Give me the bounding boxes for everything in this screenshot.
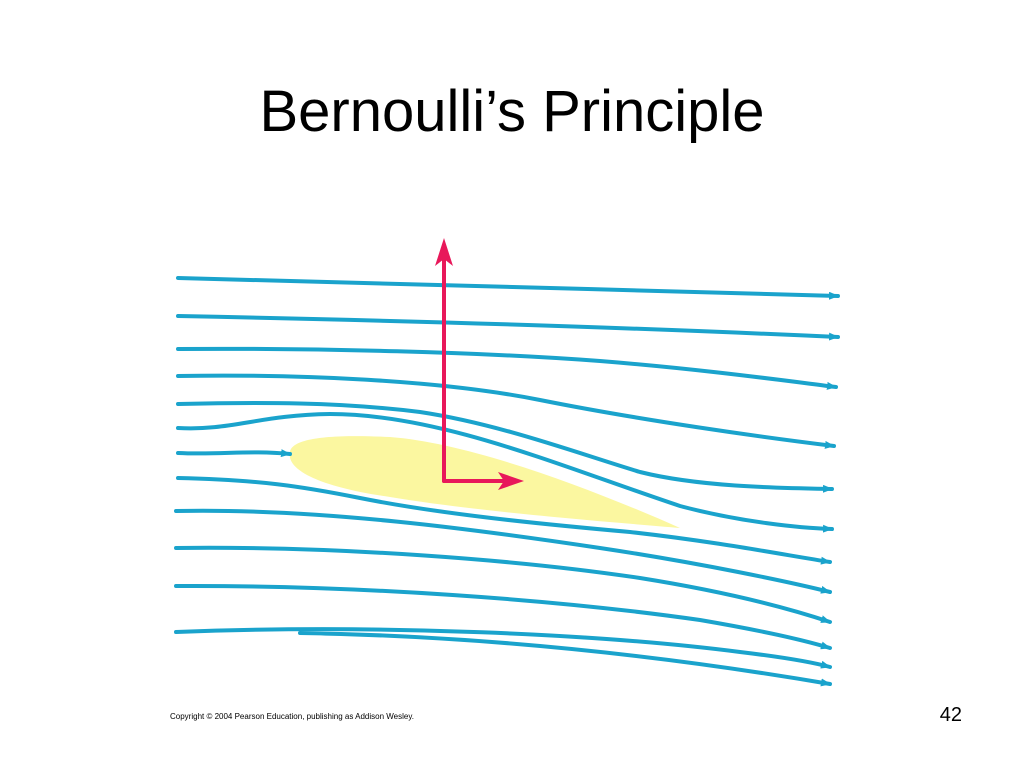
up-arrow-head [435,238,453,266]
streamline [176,449,292,458]
streamline [176,400,834,493]
force-arrows [442,250,512,483]
streamline [174,545,832,624]
streamline [176,314,840,341]
streamline [174,583,832,650]
streamline [174,627,832,669]
streamline [174,508,832,594]
streamlines [174,276,840,687]
slide-title: Bernoulli’s Principle [259,79,765,144]
streamline [176,346,838,390]
streamline [176,476,832,565]
copyright-text: Copyright © 2004 Pearson Education, publ… [170,712,414,721]
streamline [176,373,836,449]
streamline [298,631,832,687]
page-number: 42 [939,704,962,726]
streamline [176,411,834,533]
right-arrow-head [498,472,524,490]
streamline [176,276,840,300]
